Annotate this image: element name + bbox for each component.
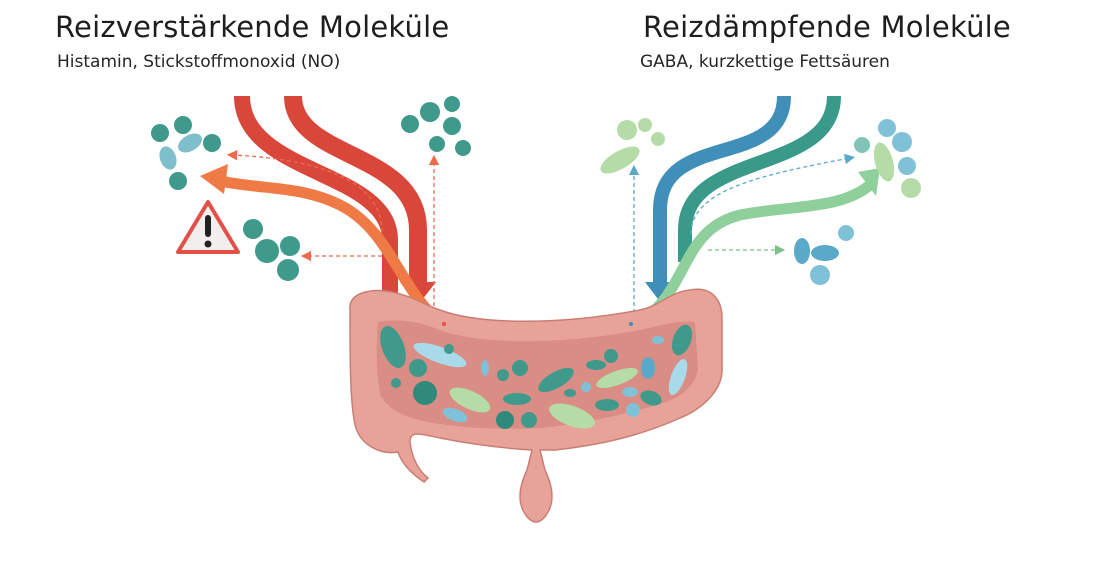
colon-organ xyxy=(349,288,723,523)
arrow-entry-dots xyxy=(442,322,633,326)
left-dashed-paths xyxy=(226,150,440,320)
green-arrowhead xyxy=(858,168,880,196)
left-subtitle: Histamin, Stickstoffmonoxid (NO) xyxy=(57,52,341,72)
right-molecule-cluster-topleft xyxy=(600,118,665,174)
right-molecule-cluster-topright xyxy=(854,119,921,198)
left-outflow-arrow xyxy=(200,164,444,327)
left-molecule-cluster-top xyxy=(151,116,221,190)
left-title: Reizverstärkende Moleküle xyxy=(55,10,450,44)
left-molecule-cluster-right xyxy=(401,96,471,156)
teal-arrow xyxy=(678,95,841,262)
right-subtitle: GABA, kurzkettige Fettsäuren xyxy=(640,52,890,72)
right-inflow-arrows xyxy=(645,95,841,303)
blue-arrow xyxy=(653,95,791,285)
colon-microbiota xyxy=(380,324,693,429)
right-outflow-arrow xyxy=(636,168,880,327)
red-arrow-outer xyxy=(234,95,398,300)
right-dashed-paths xyxy=(628,153,856,320)
orange-arrowhead xyxy=(200,164,228,194)
right-title: Reizdämpfende Moleküle xyxy=(643,10,1011,44)
right-molecule-cluster-mid xyxy=(794,225,854,285)
red-arrow-inner xyxy=(284,95,427,285)
left-molecule-cluster-mid xyxy=(243,219,300,281)
warning-triangle-icon xyxy=(176,200,240,254)
